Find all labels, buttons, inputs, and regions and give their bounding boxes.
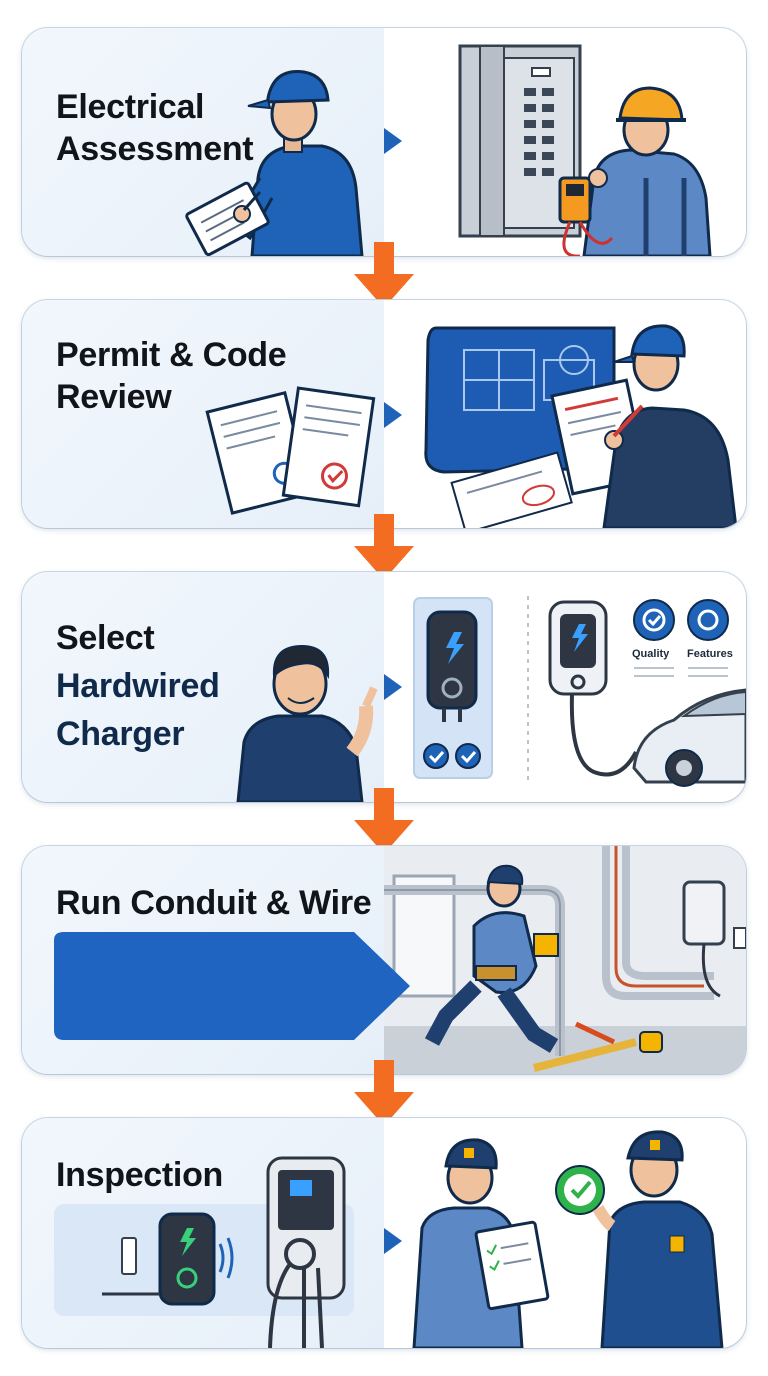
installed-charger-illustration [54,1156,354,1348]
electrician-panel-multimeter-illustration [458,44,712,256]
step-title: Run Conduit & Wire [56,882,372,924]
down-arrow-icon [354,788,414,854]
step-card-left-panel [22,28,384,256]
step-title: Electrical Assessment [56,86,254,170]
permit-documents-illustration [205,386,376,515]
step-banner-arrow [54,932,410,1040]
step-title-line: Inspection [56,1156,224,1194]
step-card-right-panel [384,846,746,1074]
down-arrow-icon [354,242,414,308]
charger-selection-illustration [413,596,746,787]
electrician-clipboard-illustration [185,70,364,256]
step-card-run-conduit-wire: Run Conduit & Wire [22,846,746,1074]
chevron-right-icon [384,128,402,154]
step-title-line: Electrical [56,88,205,126]
step-title: Select Hardwired Charger [56,614,220,758]
step-card-left-panel [22,1118,384,1348]
step-card-left-panel [22,572,384,802]
step-title-line: Charger [56,715,185,753]
conduit-installation-illustration [384,846,746,1074]
step-title-line: Review [56,378,172,416]
quality-feature-label: Quality [632,648,670,660]
step-title-line: Assessment [56,130,254,168]
man-pointing-illustration [236,644,378,802]
features-feature-label: Features [687,648,733,660]
step-card-inspection: Inspection [22,1118,746,1348]
step-card-right-panel [384,300,746,528]
step-title: Permit & Code Review [56,334,287,418]
chevron-right-icon [384,402,402,428]
step-card-permit-code-review: Permit & Code Review [22,300,746,528]
down-arrow-icon [354,514,414,580]
step-card-right-panel [384,28,746,256]
step-title-line: Hardwired [56,667,220,705]
inspectors-approval-illustration [412,1130,724,1348]
step-title-line: Run Conduit & Wire [56,884,372,922]
step-title-line: Permit & Code [56,336,287,374]
step-card-left-panel [22,300,384,528]
step-title-line: Select [56,619,155,657]
down-arrow-icon [354,1060,414,1126]
chevron-right-icon [384,1228,402,1254]
chevron-right-icon [384,674,402,700]
step-card-select-hardwired-charger: Quality Features Select Hardwired Charge… [22,572,746,802]
step-card-right-panel: Quality Features [384,572,746,802]
electrician-blueprint-illustration [424,324,738,528]
step-title: Inspection [56,1154,223,1196]
step-card-electrical-assessment: Electrical Assessment [22,28,746,256]
step-card-right-panel [384,1118,746,1348]
